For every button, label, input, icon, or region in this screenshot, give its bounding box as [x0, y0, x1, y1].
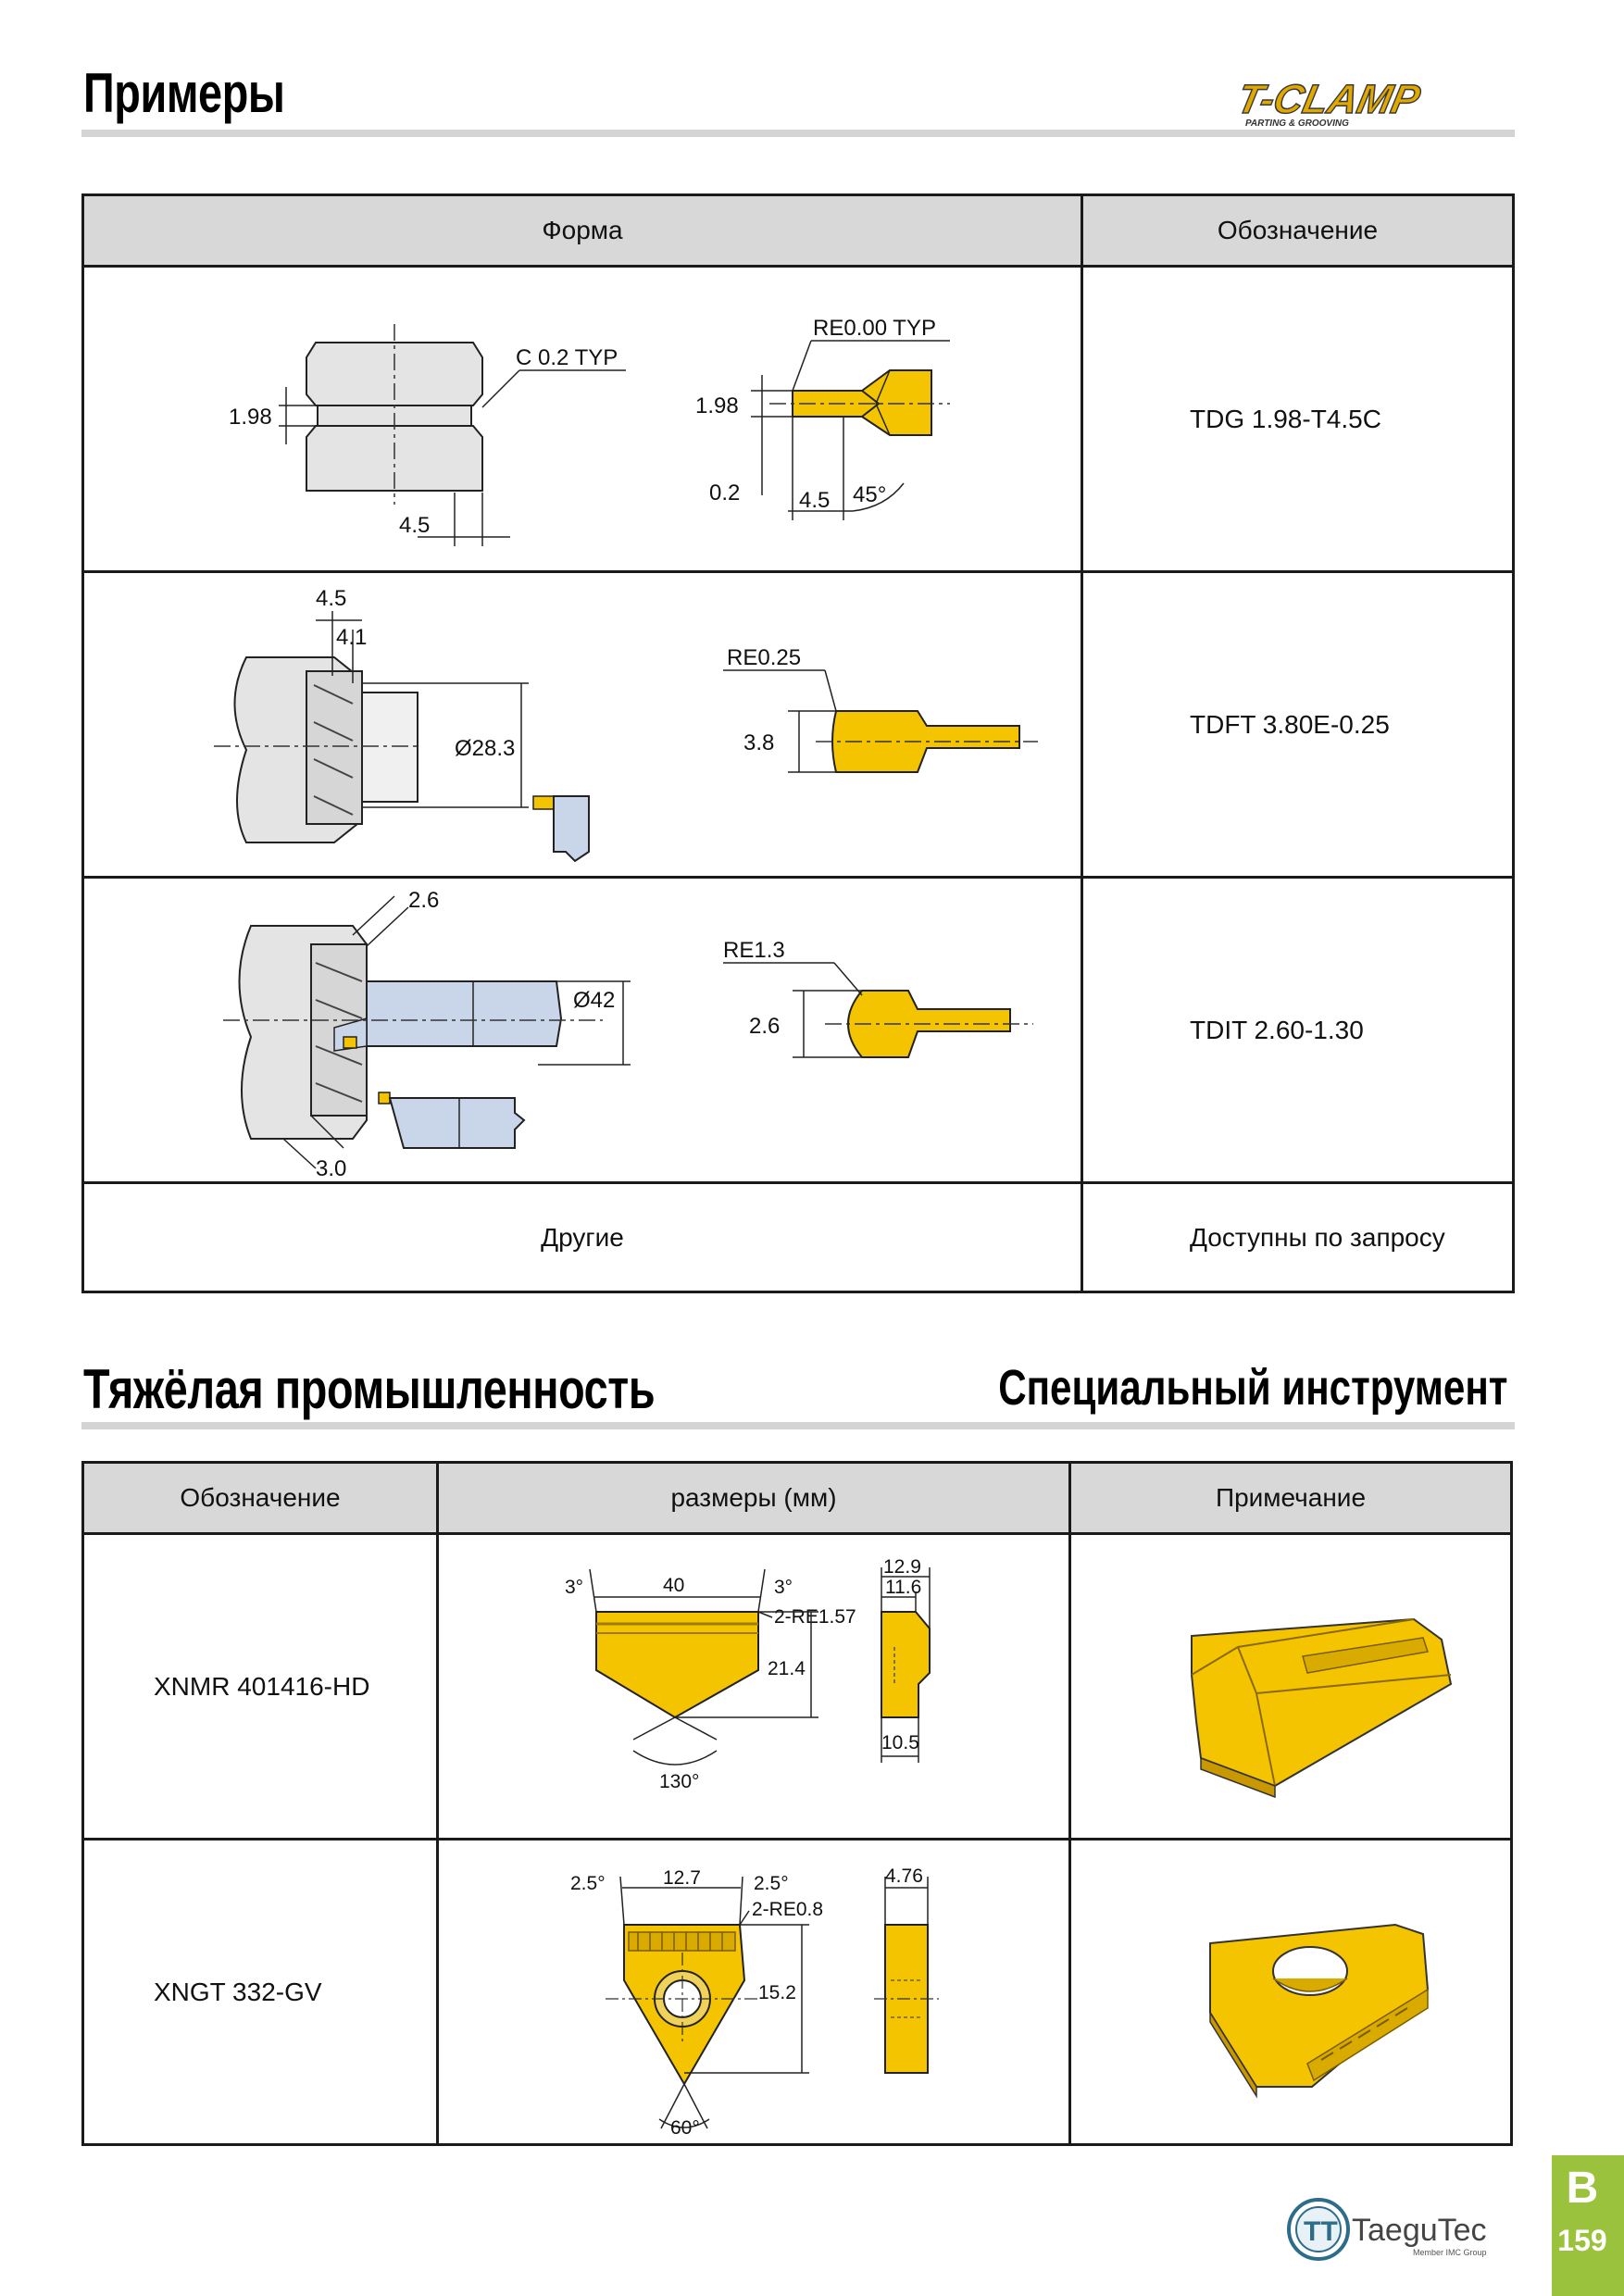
section-tab: B 159 [1552, 2155, 1624, 2296]
shape-cell-3: Ø42 2.6 3.0 2.6 RE1.3 [81, 876, 1083, 1184]
shape-cell-1: 1.98 C 0.2 TYP 4.5 1.98 0.2 [81, 265, 1083, 573]
heavy-designation-2: XNGT 332-GV [81, 1838, 439, 2146]
dim-label: 2.5° [754, 1873, 789, 1894]
logo-subtext: PARTING & GROOVING [1245, 119, 1349, 129]
tdg-drawing: 1.98 C 0.2 TYP 4.5 1.98 0.2 [229, 316, 950, 546]
xnmr-side-insert [881, 1610, 931, 1718]
designation-cell-3: TDIT 2.60-1.30 [1081, 876, 1515, 1184]
xngt-drawing: 12.7 2.5° 2.5° 2-RE0.8 15.2 60° [570, 1866, 939, 2139]
designation-cell-2: TDFT 3.80E-0.25 [1081, 570, 1515, 879]
dim-label: 2-RE0.8 [752, 1899, 823, 1920]
dim-label: 60° [670, 2117, 700, 2139]
tdg-insert [792, 368, 932, 436]
dim-label: 130° [659, 1771, 699, 1792]
col-header-designation: Обозначение [81, 1461, 439, 1535]
dim-label: 2.5° [570, 1873, 606, 1894]
col-header-designation: Обозначение [1081, 193, 1515, 268]
dim-label: RE0.00 TYP [813, 316, 936, 341]
page-number: 159 [1557, 2224, 1607, 2257]
dim-label: 0.2 [709, 480, 740, 505]
dim-label: 11.6 [885, 1577, 921, 1598]
dim-label: Ø42 [573, 988, 615, 1013]
dim-label: 45° [853, 482, 886, 507]
brand-subtext: Member IMC Group [1413, 2248, 1487, 2257]
dim-label: RE0.25 [727, 645, 801, 670]
header-rule [81, 130, 1515, 137]
dim-label: 21.4 [768, 1658, 806, 1679]
dim-label: 4.5 [399, 513, 430, 538]
heavy-industry-title: Тяжёлая промышленность [83, 1358, 656, 1420]
other-label: Другие [81, 1181, 1083, 1293]
col-header-note: Примечание [1068, 1461, 1513, 1535]
xngt-3d-image [1209, 1923, 1430, 2099]
dim-label: 15.2 [758, 1982, 796, 2003]
dim-label: 4.5 [316, 586, 346, 611]
col-header-shape: Форма [81, 193, 1083, 268]
xnmr-3d-image [1191, 1617, 1453, 1798]
dimensions-cell-2: 12.7 2.5° 2.5° 2-RE0.8 15.2 60° [436, 1838, 1071, 2146]
dim-label: 4.1 [336, 625, 367, 650]
dim-label: RE1.3 [723, 938, 785, 963]
dim-label: 3° [565, 1577, 583, 1598]
xnmr-front-insert [595, 1610, 759, 1718]
dim-label: 1.98 [229, 405, 272, 430]
t-clamp-logo: T-CLAMP PARTING & GROOVING [1232, 74, 1514, 130]
dim-label: 3.8 [743, 730, 774, 755]
tdit-drawing: Ø42 2.6 3.0 2.6 RE1.3 [223, 888, 1033, 1181]
shape-cell-2: Ø28.3 4.5 4.1 3.8 RE0.25 [81, 570, 1083, 879]
col-header-dimensions: размеры (мм) [436, 1461, 1071, 1535]
examples-table: Форма Обозначение 1.98 C 0.2 TYP [81, 193, 1515, 1293]
dim-label: 12.7 [663, 1867, 701, 1889]
logo-text: T-CLAMP [1236, 77, 1424, 121]
brand-name: TaeguTec [1352, 2213, 1487, 2248]
dim-label: 2-RE1.57 [774, 1606, 856, 1628]
heavy-table: Обозначение размеры (мм) Примечание XNMR… [81, 1461, 1513, 2146]
taegutec-logo: TT TaeguTec Member IMC Group [1285, 2187, 1517, 2270]
section-letter: B [1566, 2164, 1599, 2213]
other-value: Доступны по запросу [1081, 1181, 1515, 1293]
dim-label: 4.5 [799, 488, 830, 513]
designation-cell-1: TDG 1.98-T4.5C [1081, 265, 1515, 573]
xnmr-drawing: 40 3° 3° 2-RE1.57 21.4 130° [565, 1556, 931, 1792]
svg-text:TT: TT [1304, 2216, 1338, 2247]
tdft-drawing: Ø28.3 4.5 4.1 3.8 RE0.25 [214, 586, 1038, 862]
dim-label: Ø28.3 [455, 736, 515, 761]
dim-label: 2.6 [408, 888, 439, 913]
dim-label: 2.6 [749, 1014, 780, 1039]
dimensions-cell-1: 40 3° 3° 2-RE1.57 21.4 130° [436, 1532, 1071, 1841]
heavy-rule [81, 1422, 1515, 1429]
dim-label: 1.98 [695, 393, 739, 418]
dim-label: C 0.2 TYP [516, 345, 618, 370]
grooved-part [306, 341, 483, 406]
dim-label: 3° [774, 1577, 793, 1598]
page-title: Примеры [83, 62, 285, 124]
note-cell-2 [1068, 1838, 1513, 2146]
dim-label: 10.5 [881, 1732, 919, 1753]
dim-label: 3.0 [316, 1156, 346, 1181]
dim-label: 12.9 [883, 1556, 921, 1578]
heavy-designation-1: XNMR 401416-HD [81, 1532, 439, 1841]
dim-label: 4.76 [885, 1866, 923, 1887]
dim-label: 40 [663, 1575, 684, 1596]
note-cell-1 [1068, 1532, 1513, 1841]
special-tool-subtitle: Специальный инструмент [997, 1360, 1507, 1416]
